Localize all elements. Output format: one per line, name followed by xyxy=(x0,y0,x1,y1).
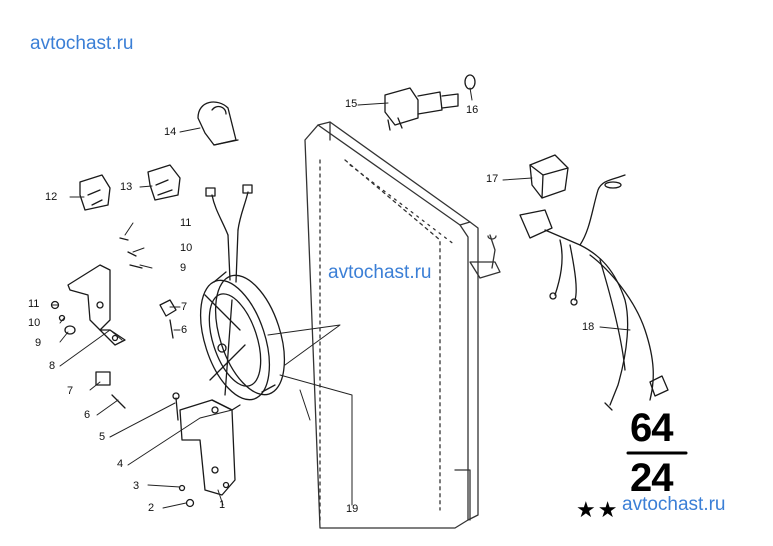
watermark-top-left: avtochast.ru xyxy=(30,33,134,54)
callout-4: 4 xyxy=(117,458,124,470)
leader-lines xyxy=(51,87,631,509)
callout-8: 8 xyxy=(49,360,56,372)
clamp-14 xyxy=(197,101,239,146)
group-number-bottom: 24 xyxy=(630,456,673,500)
callout-10: 10 xyxy=(28,317,41,329)
callout-14: 14 xyxy=(164,126,177,138)
callout-11: 11 xyxy=(28,298,40,310)
callout-18: 18 xyxy=(582,321,595,333)
group-number-top: 64 xyxy=(630,406,673,450)
bracket-1 xyxy=(179,399,241,496)
callout-11-upper: 11 xyxy=(180,217,192,229)
callout-9-upper: 9 xyxy=(180,262,187,274)
callout-3: 3 xyxy=(133,480,140,492)
temperature-switch-15 xyxy=(384,74,476,131)
watermark-center: avtochast.ru xyxy=(328,262,432,283)
fasteners xyxy=(50,237,195,508)
bracket-8 xyxy=(67,264,126,346)
callout-15: 15 xyxy=(345,98,358,110)
callout-17: 17 xyxy=(486,173,499,185)
callout-12: 12 xyxy=(45,191,58,203)
callout-7: 7 xyxy=(67,385,74,397)
watermark-bottom-right: avtochast.ru xyxy=(622,494,726,515)
callout-10-upper: 10 xyxy=(180,242,193,254)
relay-17 xyxy=(529,154,569,199)
callout-16: 16 xyxy=(466,104,479,116)
callout-7-upper: 7 xyxy=(181,301,188,313)
callout-5: 5 xyxy=(99,431,106,443)
radiator xyxy=(304,121,501,529)
fan-assembly xyxy=(199,229,286,401)
callout-2: 2 xyxy=(148,502,155,514)
wiring-harness-18 xyxy=(519,174,669,411)
rating-stars: ★★ xyxy=(576,498,620,523)
callout-6: 6 xyxy=(84,409,91,421)
callout-9: 9 xyxy=(35,337,42,349)
fan-wires xyxy=(205,184,253,236)
callout-1: 1 xyxy=(219,499,226,511)
callout-13: 13 xyxy=(120,181,133,193)
callout-6-upper: 6 xyxy=(181,324,188,336)
clips xyxy=(79,164,181,211)
callout-19: 19 xyxy=(346,503,359,515)
